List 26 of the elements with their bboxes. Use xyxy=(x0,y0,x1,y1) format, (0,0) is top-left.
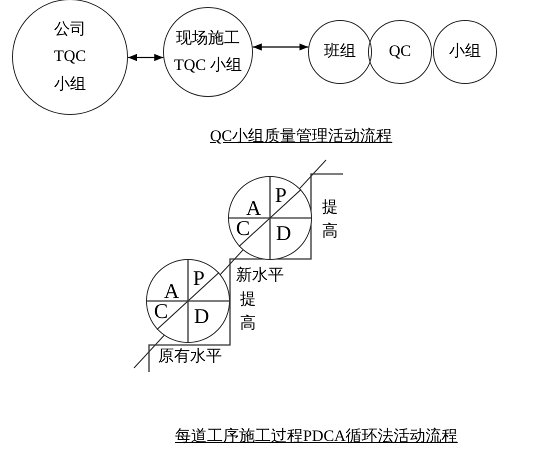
node-text: 公司 TQC 小组 xyxy=(53,20,87,95)
node-text: QC xyxy=(388,42,412,62)
group-circle xyxy=(12,0,128,115)
quadrant-letter: C xyxy=(154,301,168,322)
quadrant-letter: A xyxy=(164,281,180,302)
quadrant-letter: P xyxy=(275,185,287,206)
quadrant-letter: D xyxy=(194,306,210,327)
quadrant-letter: P xyxy=(193,268,205,289)
level-label: 提高 xyxy=(322,198,338,242)
group-circle xyxy=(308,20,372,84)
group-circle xyxy=(163,7,253,97)
diagram-title: QC小组质量管理活动流程 xyxy=(210,126,392,147)
double-arrow xyxy=(252,43,308,51)
node-text: 现场施工 TQC 小组 xyxy=(173,28,243,76)
level-label: 新水平 xyxy=(236,266,284,286)
quadrant-letter: D xyxy=(276,223,292,244)
diagram-caption: 每道工序施工过程PDCA循环法活动流程 xyxy=(175,426,458,447)
group-circle xyxy=(368,20,432,84)
node-text: 小组 xyxy=(448,42,482,62)
level-label: 原有水平 xyxy=(158,347,222,367)
double-arrow xyxy=(128,54,164,62)
node-text: 班组 xyxy=(323,42,357,62)
group-circle xyxy=(433,20,497,84)
quadrant-letter: A xyxy=(246,198,262,219)
level-label: 提高 xyxy=(240,290,256,334)
quadrant-letter: C xyxy=(236,218,250,239)
